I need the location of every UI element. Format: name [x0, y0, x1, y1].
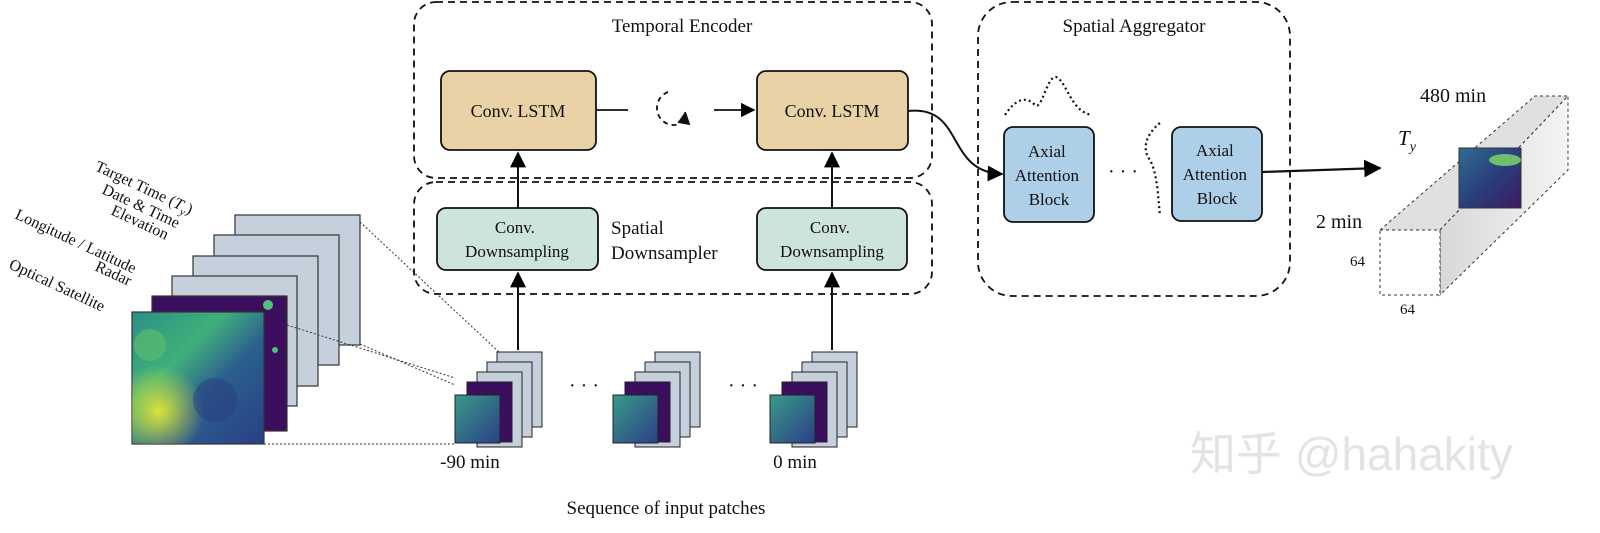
patch-stack-end: [769, 351, 858, 448]
patch-sequence-caption: Sequence of input patches: [567, 498, 766, 519]
output-dim-width: 64: [1400, 302, 1416, 318]
layer-optical-satellite: [131, 311, 265, 445]
aggregator-ellipsis: · · ·: [1108, 161, 1138, 183]
conv-lstm-right-label: Conv. LSTM: [785, 101, 880, 121]
attention-to-output-arrow: [1261, 159, 1382, 178]
output-dim-height: 64: [1350, 254, 1366, 270]
watermark-text: 知乎 @hahakity: [1190, 428, 1513, 480]
input-layer-labels: Target Time (Ty) Date & Time Elevation L…: [6, 158, 195, 315]
input-layer-stack: [131, 214, 501, 445]
output-volume: [1378, 94, 1570, 297]
zoom-lines: [264, 221, 501, 445]
conv-downsampling-right-label: Conv. Downsampling: [780, 218, 884, 261]
label-optical-satellite: Optical Satellite: [6, 256, 107, 315]
output-symbol: Ty: [1398, 126, 1417, 155]
output-time-bottom: 2 min: [1316, 211, 1362, 233]
patch-start-label: -90 min: [440, 452, 500, 473]
lstm-to-attention-arrow: [907, 109, 1004, 182]
axial-attention-block-right-label: Axial Attention Block: [1183, 141, 1251, 208]
spatial-aggregator-frame: [977, 1, 1291, 297]
axial-attention-block-left: [1003, 126, 1095, 223]
patch-ellipsis-1: · · ·: [569, 375, 599, 397]
output-time-top: 480 min: [1420, 85, 1486, 107]
patch-stack-start: [454, 351, 543, 448]
patch-ellipsis-2: · · ·: [728, 375, 758, 397]
vertical-arrows: [510, 151, 840, 350]
spatial-downsampler-label: Spatial Downsampler: [611, 218, 718, 264]
attention-curves: [1004, 75, 1162, 216]
conv-lstm-left-label: Conv. LSTM: [471, 101, 566, 121]
patch-stack-middle: [612, 351, 701, 448]
temporal-encoder-title: Temporal Encoder: [612, 16, 753, 37]
conv-downsampling-left-label: Conv. Downsampling: [465, 218, 569, 261]
axial-attention-block-left-label: Axial Attention Block: [1015, 142, 1083, 209]
recurrence-connector: [596, 91, 756, 126]
spatial-aggregator-title: Spatial Aggregator: [1063, 16, 1207, 37]
axial-attention-block-right: [1171, 126, 1263, 222]
spatial-downsampler-frame: [413, 181, 933, 295]
patch-end-label: 0 min: [773, 452, 817, 473]
temporal-encoder-frame: [413, 1, 933, 179]
